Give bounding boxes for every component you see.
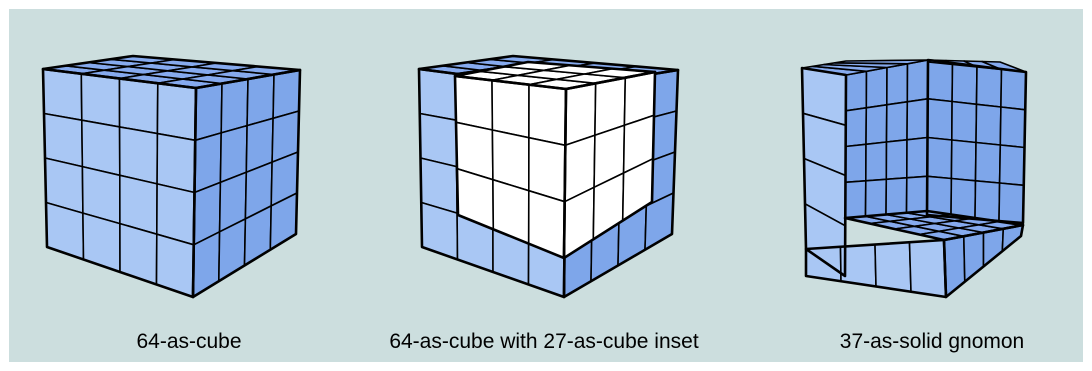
slab-side-face-cell: [982, 228, 1005, 268]
inner-wall-face-cell: [844, 107, 868, 148]
back-wall-face-cell: [950, 177, 977, 220]
left-wall-top-face-cell: [834, 59, 929, 65]
inner-wall-face: [844, 59, 929, 219]
back-wall-face-cell: [998, 182, 1025, 224]
inner-wall-face-cell: [885, 177, 908, 218]
back-wall-face-cell: [950, 100, 978, 144]
top-face: [42, 55, 301, 89]
inset-top-outline: [453, 60, 657, 91]
front-face-cell: [420, 201, 459, 261]
back-wall-face-cell: [974, 180, 1001, 222]
cube-64-with-27-inset: [417, 54, 680, 299]
back-wall-face-cell: [974, 141, 1002, 184]
inner-wall-face-cell: [865, 104, 888, 146]
front-face: [42, 68, 197, 298]
back-wall-face-cell: [950, 139, 977, 182]
caption-64-as-cube: 64-as-cube: [136, 330, 242, 353]
side-face: [192, 69, 301, 298]
inner-wall-face-cell: [865, 66, 888, 109]
inner-wall-face-cell: [905, 136, 929, 179]
slab-side-face: [943, 224, 1024, 298]
inner-wall-face-cell: [844, 70, 868, 112]
side-face-cell: [194, 82, 223, 142]
inset-front-face-cell: [454, 75, 494, 131]
front-face-cell: [119, 222, 158, 286]
inset-cube-27: [453, 60, 657, 260]
cube-64: [41, 54, 302, 299]
side-face-cell: [246, 73, 275, 127]
back-wall-face-cell: [975, 65, 1003, 108]
inner-wall-face-cell: [885, 62, 909, 106]
inner-wall-face-cell: [885, 139, 908, 181]
front-face-cell: [118, 126, 159, 185]
front-face-cell: [82, 212, 121, 273]
gnomon-37: [800, 58, 1028, 299]
front-face-cell: [80, 73, 121, 128]
slab-front-face-cell: [874, 241, 912, 293]
inner-wall-face-cell: [906, 59, 929, 103]
front-face-cell: [42, 68, 83, 121]
inner-wall-face-cell: [864, 141, 888, 182]
back-wall-face-cell: [999, 106, 1027, 149]
front-face-cell: [156, 132, 197, 194]
left-wall-front-face: [801, 67, 847, 277]
slab-side-outline: [942, 223, 1025, 299]
back-wall-face-cell: [926, 136, 953, 180]
back-wall-face-cell: [1000, 68, 1027, 111]
front-face-cell: [156, 82, 197, 142]
front-face-cell: [118, 77, 159, 135]
inner-wall-face-cell: [844, 143, 867, 184]
inset-front-face-cell: [491, 79, 530, 139]
back-wall-outline: [925, 58, 1028, 225]
front-face-cell: [418, 68, 458, 121]
inner-wall-face-cell: [885, 101, 909, 143]
inset-front-face: [454, 75, 567, 259]
back-wall-face-cell: [926, 59, 954, 103]
top-outline: [41, 54, 302, 90]
slab-front-face-cell: [908, 239, 947, 298]
caption-37-gnomon: 37-as-solid gnomon: [839, 330, 1025, 353]
back-wall-face-cell: [951, 62, 978, 106]
back-wall-face-cell: [926, 98, 953, 141]
inner-wall-face-cell: [844, 180, 867, 219]
inner-wall-face-cell: [864, 178, 888, 219]
inner-wall-face-cell: [906, 98, 929, 141]
caption-64-with-27-inset: 64-as-cube with 27-as-cube inset: [389, 330, 699, 353]
back-wall-face: [926, 59, 1027, 224]
front-face-cell: [45, 201, 85, 261]
back-wall-face-cell: [998, 144, 1026, 187]
side-face-cell: [220, 78, 249, 134]
inner-wall-face-cell: [905, 175, 929, 217]
back-wall-face-cell: [975, 103, 1002, 146]
slab-side-face-cell: [943, 235, 966, 298]
inset-front-face-cell: [528, 83, 567, 147]
left-wall-outline: [800, 66, 848, 278]
